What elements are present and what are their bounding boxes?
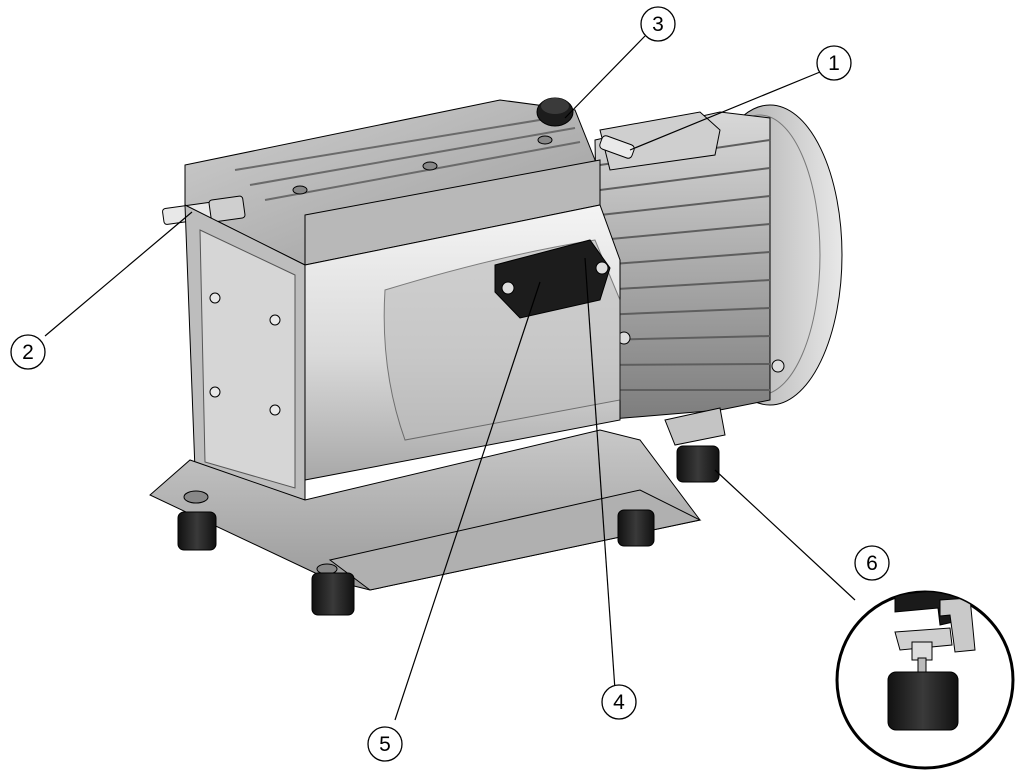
leader-line-6 bbox=[714, 469, 856, 601]
motor-fins bbox=[599, 139, 771, 391]
motor-bracket bbox=[664, 407, 726, 446]
callout-label-6: 6 bbox=[866, 552, 878, 575]
callout-label-1: 1 bbox=[828, 52, 840, 75]
callout-label-3: 3 bbox=[652, 13, 664, 36]
leader-line-1 bbox=[629, 71, 821, 151]
leader-line-2 bbox=[44, 211, 193, 337]
foot-detail-inset bbox=[835, 590, 1015, 770]
leader-line-5 bbox=[394, 281, 541, 721]
leader-lines bbox=[44, 35, 856, 721]
head-hole bbox=[422, 161, 438, 171]
callout-label-4: 4 bbox=[613, 691, 625, 714]
callout-label-5: 5 bbox=[379, 733, 391, 756]
leader-line-4 bbox=[584, 257, 616, 691]
head-hole bbox=[537, 135, 553, 145]
callout-6: 6 bbox=[854, 545, 890, 581]
callout-4: 4 bbox=[601, 684, 637, 720]
power-switch-panel bbox=[494, 239, 611, 319]
head-fins bbox=[234, 114, 581, 201]
adjustment-knob bbox=[536, 97, 574, 127]
pump-illustration bbox=[149, 97, 843, 616]
callout-2: 2 bbox=[10, 334, 46, 370]
rubber-feet bbox=[177, 445, 720, 616]
callout-5: 5 bbox=[367, 726, 403, 762]
callout-1: 1 bbox=[816, 45, 852, 81]
connector-nozzle bbox=[599, 135, 635, 159]
leader-line-3 bbox=[564, 35, 646, 119]
head-hole bbox=[292, 185, 308, 195]
callout-label-2: 2 bbox=[22, 341, 34, 364]
plate-screws bbox=[209, 292, 281, 416]
callout-3: 3 bbox=[640, 6, 676, 42]
motor-screw bbox=[771, 359, 785, 373]
